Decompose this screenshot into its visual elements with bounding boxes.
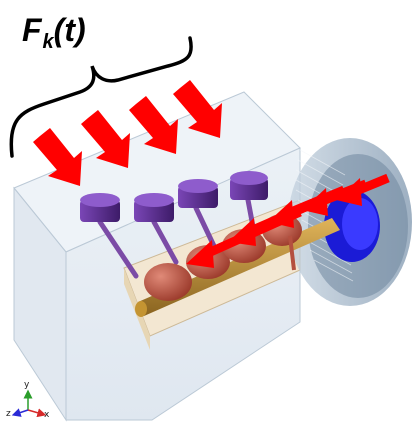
flywheel-housing	[288, 138, 412, 306]
triad-y-label: y	[24, 380, 30, 390]
force-label-main: F	[22, 12, 42, 48]
side-arrowhead-4	[302, 188, 328, 216]
force-arrow-4	[173, 80, 222, 138]
triad-x-label: x	[44, 410, 50, 420]
force-arrow-1	[33, 128, 82, 186]
bearing-hub-face	[342, 198, 378, 250]
side-arrowhead-3	[268, 200, 294, 228]
shaft-end	[135, 301, 147, 317]
piston-1	[80, 193, 120, 222]
piston-4	[230, 171, 268, 200]
force-brace	[9, 36, 193, 158]
triad-z-label: z	[6, 409, 11, 419]
side-arrowhead-5	[336, 178, 362, 206]
force-arrow-3	[129, 96, 178, 154]
coordinate-triad	[11, 389, 47, 418]
side-arrowhead-2	[228, 218, 256, 246]
rod-3	[193, 205, 217, 249]
side-force-arrows	[186, 173, 390, 268]
crank-pin	[288, 235, 296, 271]
force-arrow-2	[81, 110, 130, 168]
force-label-argument: (t)	[53, 12, 86, 48]
rod-2	[151, 219, 179, 265]
pistons	[80, 171, 268, 222]
rod-1	[97, 219, 139, 279]
force-label: Fk(t)	[22, 12, 86, 52]
triad-z-axis	[11, 408, 29, 417]
triad-x-axis	[27, 408, 47, 418]
side-arrowhead-1	[186, 240, 214, 268]
piston-2	[134, 193, 174, 222]
piston-3	[178, 179, 218, 208]
top-force-arrows	[33, 80, 222, 186]
crank-lobe-1	[144, 263, 192, 301]
force-label-subscript: k	[42, 31, 54, 53]
